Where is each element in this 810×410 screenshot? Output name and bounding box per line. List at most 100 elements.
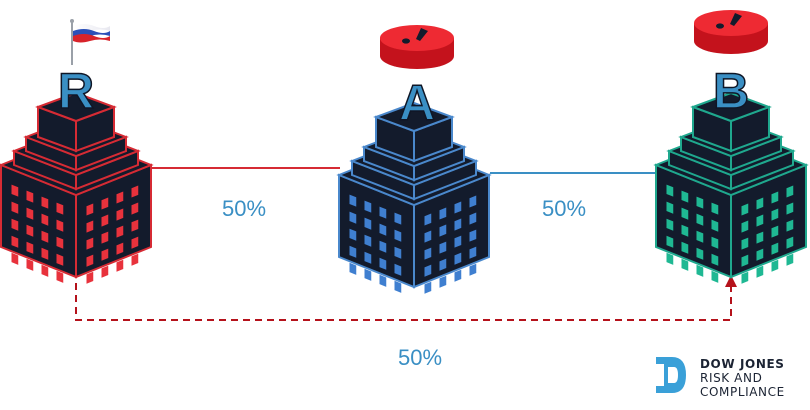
building-window	[771, 191, 779, 204]
building-window	[86, 271, 94, 284]
building-window	[771, 208, 779, 221]
building-window	[454, 201, 462, 214]
building-label-r: R	[58, 63, 94, 119]
building-window	[439, 258, 447, 271]
building-window	[469, 212, 477, 225]
building-tier-top	[35, 91, 117, 123]
building-window	[711, 236, 719, 249]
building-window	[379, 223, 387, 236]
building-window	[469, 263, 477, 276]
building-window	[11, 218, 19, 231]
building-window	[424, 281, 432, 294]
building-window	[86, 237, 94, 250]
building-window	[666, 218, 674, 231]
building-window	[681, 258, 689, 271]
building-window	[11, 201, 19, 214]
building-window	[741, 271, 749, 284]
building-window	[11, 235, 19, 248]
building-window	[666, 235, 674, 248]
logo-line-2: RISK AND	[700, 371, 763, 385]
building-window	[379, 274, 387, 287]
building-window	[349, 228, 357, 241]
building-window	[756, 197, 764, 210]
building-window	[131, 219, 139, 232]
building-window	[349, 262, 357, 275]
building-a	[336, 101, 492, 294]
building-window	[394, 212, 402, 225]
building-window	[666, 201, 674, 214]
building-window	[454, 235, 462, 248]
building-window	[741, 254, 749, 267]
logo-line-3: COMPLIANCE	[700, 385, 785, 399]
building-window	[56, 202, 64, 215]
building-window	[41, 230, 49, 243]
building-window	[696, 230, 704, 243]
building-window	[756, 214, 764, 227]
building-tier-top	[373, 101, 455, 133]
building-window	[56, 236, 64, 249]
logo-line-1: DOW JONES	[700, 357, 785, 371]
percent-label-a-b: 50%	[542, 196, 587, 221]
building-window	[101, 197, 109, 210]
building-window	[439, 275, 447, 288]
building-window	[454, 269, 462, 282]
building-window	[26, 207, 34, 220]
building-window	[101, 265, 109, 278]
building-window	[786, 202, 794, 215]
building-window	[364, 200, 372, 213]
building-window	[696, 213, 704, 226]
building-window	[116, 191, 124, 204]
building-window	[56, 270, 64, 283]
building-window	[131, 202, 139, 215]
building-tier-top	[690, 91, 772, 123]
building-window	[11, 184, 19, 197]
percent-label-r-b: 50%	[398, 345, 443, 370]
building-window	[696, 247, 704, 260]
building-label-b: B	[713, 63, 749, 119]
building-window	[454, 252, 462, 265]
building-window	[56, 253, 64, 266]
building-window	[349, 245, 357, 258]
building-window	[116, 242, 124, 255]
building-window	[786, 219, 794, 232]
building-window	[424, 247, 432, 260]
building-window	[364, 234, 372, 247]
building-window	[101, 214, 109, 227]
arrow-head-icon	[725, 275, 737, 287]
building-window	[439, 224, 447, 237]
building-label-a: A	[399, 75, 435, 131]
building-window	[131, 253, 139, 266]
building-window	[469, 246, 477, 259]
building-window	[394, 263, 402, 276]
building-window	[454, 218, 462, 231]
building-window	[786, 185, 794, 198]
building-window	[41, 213, 49, 226]
building-window	[56, 219, 64, 232]
building-window	[786, 236, 794, 249]
building-window	[11, 252, 19, 265]
building-b	[653, 91, 809, 284]
building-window	[711, 270, 719, 283]
building-window	[379, 257, 387, 270]
building-window	[379, 206, 387, 219]
percent-label-r-a: 50%	[222, 196, 267, 221]
building-window	[364, 251, 372, 264]
building-window	[349, 211, 357, 224]
building-window	[741, 220, 749, 233]
link-r-b-dashed	[75, 283, 732, 321]
building-window	[379, 240, 387, 253]
building-window	[41, 264, 49, 277]
building-window	[26, 190, 34, 203]
building-window	[41, 196, 49, 209]
building-window	[681, 224, 689, 237]
building-window	[394, 229, 402, 242]
building-window	[711, 253, 719, 266]
alert-icon	[694, 10, 768, 54]
building-r	[0, 91, 154, 284]
building-window	[131, 185, 139, 198]
building-window	[116, 208, 124, 221]
building-window	[101, 231, 109, 244]
building-window	[439, 241, 447, 254]
building-window	[424, 213, 432, 226]
